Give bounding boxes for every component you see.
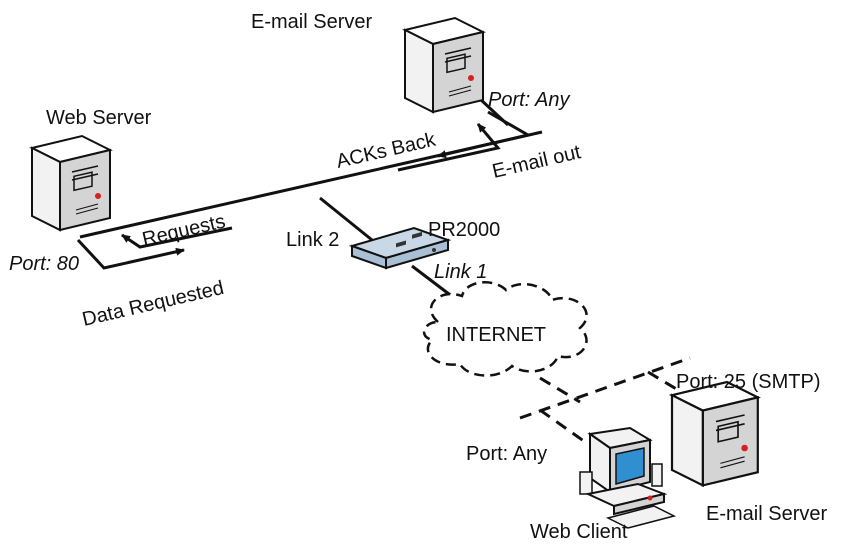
port-any-client-label: Port: Any: [466, 443, 547, 465]
link-2-label: Link 2: [286, 229, 339, 251]
email-out-label: E-mail out: [490, 141, 583, 183]
link-1-label: Link 1: [434, 261, 487, 283]
cloud-icon: [422, 281, 588, 377]
acks-back-arrow: [397, 123, 501, 172]
port-25-label: Port: 25 (SMTP): [676, 371, 820, 393]
web-client-label: Web Client: [530, 521, 628, 543]
requests-label: Requests: [140, 210, 227, 250]
port-80-label: Port: 80: [9, 253, 79, 275]
client-dashed-link: [539, 408, 589, 446]
server-icon: [402, 16, 486, 114]
link-2-line: [319, 196, 373, 242]
server-icon: [29, 134, 113, 232]
server-dashed-link: [647, 370, 689, 398]
web-server-label: Web Server: [46, 107, 152, 129]
pr2000-label: PR2000: [428, 219, 500, 241]
email-out-arrow: [437, 110, 533, 159]
router-icon: [348, 226, 452, 270]
email-server-top-label: E-mail Server: [251, 11, 372, 33]
data-requested-label: Data Requested: [80, 277, 226, 331]
requests-arrow: [121, 226, 233, 249]
internet-label: INTERNET: [446, 324, 546, 346]
port-any-top-label: Port: Any: [488, 89, 571, 111]
email-server-bottom-label: E-mail Server: [706, 503, 827, 525]
server-icon: [668, 380, 761, 488]
lan-dashed-backbone: [519, 356, 691, 420]
computer-icon: [579, 426, 677, 529]
data-requested-arrow: [76, 238, 185, 270]
internet-dashed-link: [539, 376, 581, 404]
